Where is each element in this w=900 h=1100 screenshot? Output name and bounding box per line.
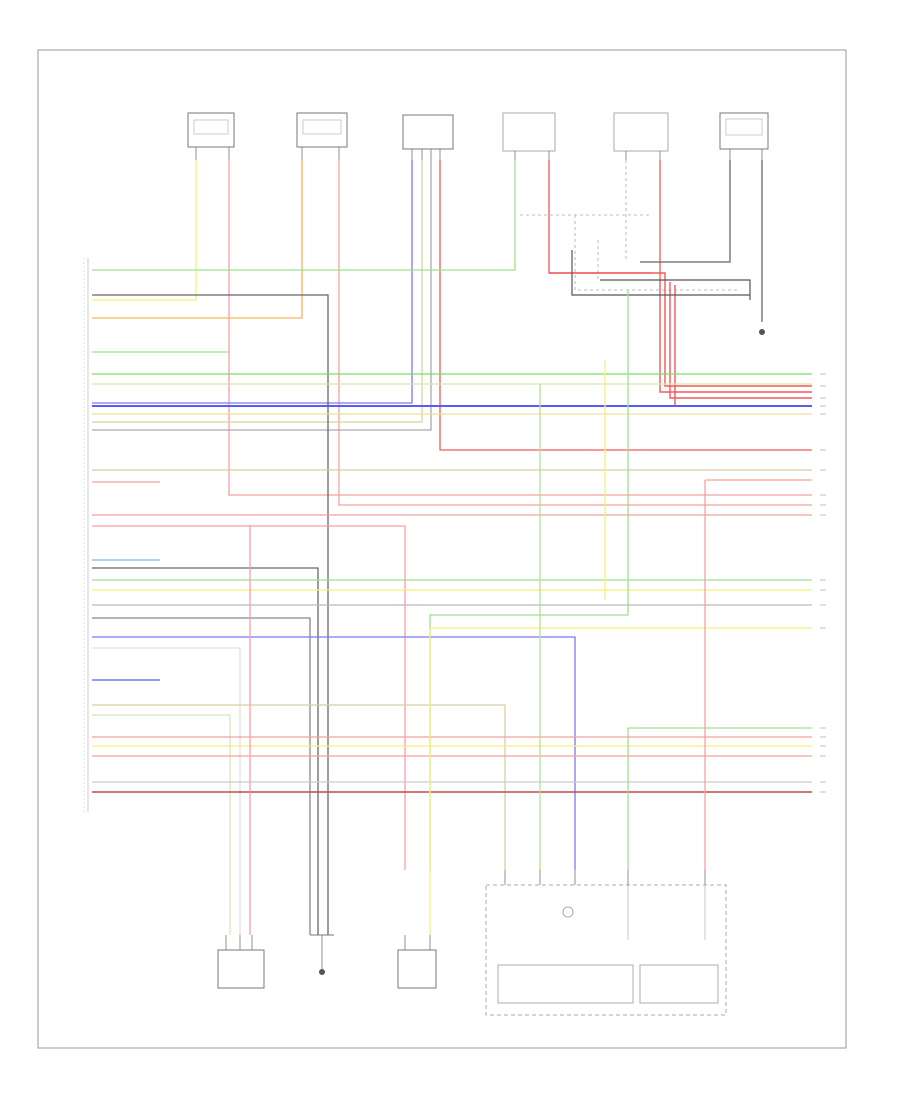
top-component-1 [187, 112, 235, 160]
horizontal-wires [92, 294, 812, 935]
instrument-cluster [485, 870, 727, 1016]
vertical-wires [92, 160, 812, 506]
bottom-ground-junction [310, 934, 334, 975]
top-component-3 [402, 114, 454, 160]
bottom-drops [249, 290, 812, 935]
top-component-6 [719, 112, 769, 160]
control-module-connector [83, 258, 89, 812]
top-component-2 [296, 112, 348, 160]
diagram-frame [37, 49, 847, 1049]
right-terminals [820, 373, 826, 793]
bottom-component-3 [397, 935, 437, 989]
top-component-5 [613, 112, 669, 160]
bottom-component-1 [217, 935, 265, 989]
shield-wires [520, 214, 740, 291]
ground-point-top [759, 329, 765, 335]
dark-harness [571, 250, 751, 300]
red-harness [549, 272, 812, 407]
top-component-4 [502, 112, 556, 160]
